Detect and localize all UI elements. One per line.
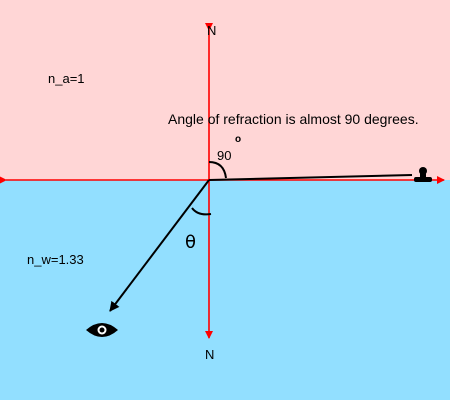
air-region — [0, 0, 450, 180]
angle-arc-bottom — [191, 207, 212, 216]
refracted-ray — [109, 179, 210, 312]
angle-degree-mark: o — [235, 134, 242, 145]
incident-ray — [208, 174, 413, 181]
annotation-text: Angle of refraction is almost 90 degrees… — [168, 111, 419, 127]
eye-icon — [86, 323, 118, 337]
normal-label-top: N — [207, 23, 217, 38]
angle-arc-top — [208, 161, 227, 179]
angle-label-theta: θ — [185, 232, 197, 253]
angle-label-top: 90 — [217, 148, 232, 163]
water-region — [0, 180, 450, 400]
object-icon — [414, 167, 432, 182]
water-index-label: n_w=1.33 — [27, 252, 84, 267]
air-index-label: n_a=1 — [48, 71, 85, 86]
normal-label-bottom: N — [205, 347, 215, 362]
